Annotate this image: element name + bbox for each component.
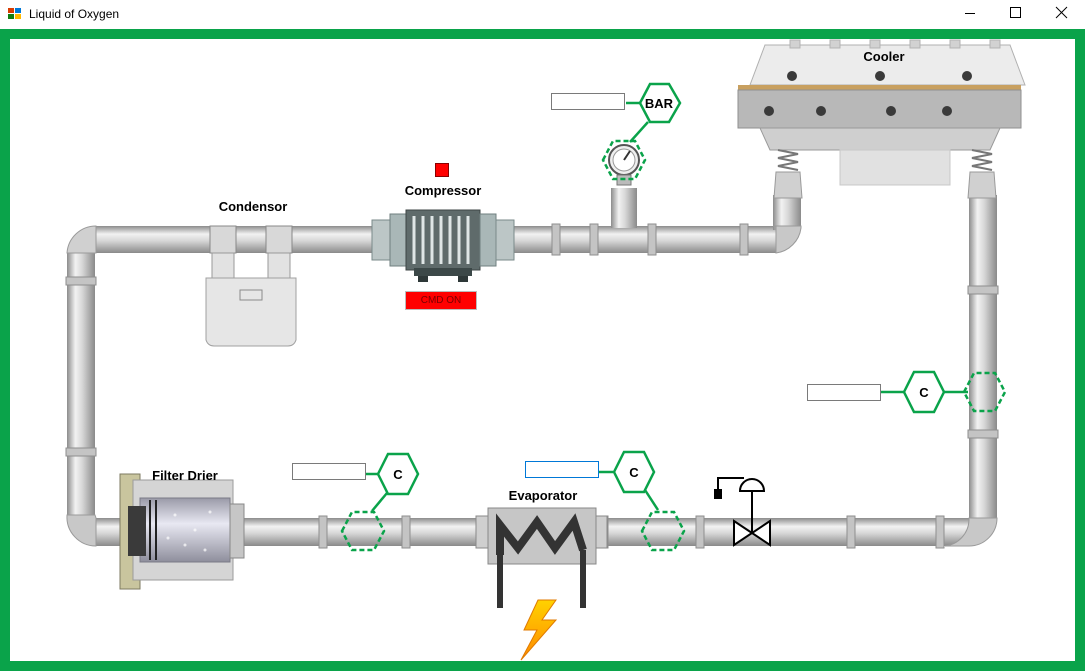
pipe-cooler-riser bbox=[773, 195, 801, 230]
compressor-status-indicator bbox=[435, 163, 449, 177]
pressure-unit-label: BAR bbox=[645, 96, 674, 111]
window-title: Liquid of Oxygen bbox=[29, 7, 120, 21]
temperature-value-field-filter[interactable] bbox=[292, 463, 366, 480]
compressor-command-button[interactable]: CMD ON bbox=[405, 291, 477, 310]
temperature-unit-label: C bbox=[919, 385, 929, 400]
temperature-sensor-ring-right bbox=[962, 371, 1007, 413]
maximize-button[interactable] bbox=[993, 0, 1039, 28]
pressure-tag[interactable]: BAR bbox=[638, 82, 682, 124]
cooler-unit: Cooler bbox=[737, 39, 1026, 199]
temperature-sensor-ring-evaporator bbox=[640, 510, 686, 552]
control-valve-icon bbox=[714, 477, 771, 547]
elbow-bottom-left bbox=[66, 514, 97, 547]
temperature-tag-filter[interactable]: C bbox=[376, 452, 420, 496]
filter-drier-unit: Filter Drier bbox=[119, 468, 245, 590]
cooler-label: Cooler bbox=[863, 49, 904, 64]
temperature-unit-label: C bbox=[393, 467, 403, 482]
temperature-sensor-ring-filter bbox=[340, 510, 386, 552]
pressure-tee bbox=[611, 188, 637, 228]
lightning-icon bbox=[520, 599, 558, 661]
minimize-icon bbox=[965, 13, 975, 14]
pressure-gauge-icon bbox=[608, 144, 640, 186]
temperature-tag-evaporator[interactable]: C bbox=[612, 450, 656, 494]
pressure-sensor-ring bbox=[601, 139, 647, 181]
title-bar: Liquid of Oxygen bbox=[0, 0, 1085, 28]
filter-drier-label: Filter Drier bbox=[152, 468, 218, 483]
temperature-unit-label: C bbox=[629, 465, 639, 480]
compressor-label: Compressor bbox=[405, 183, 482, 198]
sensor-connectors bbox=[366, 101, 968, 512]
close-icon bbox=[1055, 6, 1068, 19]
compressor-unit: Compressor bbox=[371, 183, 515, 282]
minimize-button[interactable] bbox=[947, 0, 993, 28]
pressure-value-field[interactable] bbox=[551, 93, 625, 110]
elbow-bottom-right bbox=[944, 517, 998, 547]
main-frame: Cooler Condensor bbox=[0, 29, 1085, 671]
maximize-icon bbox=[1010, 7, 1021, 18]
close-button[interactable] bbox=[1039, 0, 1085, 28]
process-diagram: Cooler Condensor bbox=[65, 39, 1026, 661]
temperature-value-field-evaporator[interactable] bbox=[525, 461, 599, 478]
app-icon bbox=[8, 8, 21, 19]
condensor-unit: Condensor bbox=[205, 199, 297, 347]
pipe-left bbox=[67, 250, 95, 515]
temperature-value-field-right[interactable] bbox=[807, 384, 881, 401]
elbow-top-left bbox=[66, 225, 97, 254]
pipe-right bbox=[969, 195, 997, 520]
elbow-top-right bbox=[773, 225, 802, 254]
evaporator-label: Evaporator bbox=[509, 488, 578, 503]
evaporator-unit: Evaporator bbox=[475, 488, 608, 608]
condensor-label: Condensor bbox=[219, 199, 288, 214]
process-canvas: Cooler Condensor bbox=[10, 39, 1075, 661]
temperature-tag-right[interactable]: C bbox=[902, 370, 946, 414]
